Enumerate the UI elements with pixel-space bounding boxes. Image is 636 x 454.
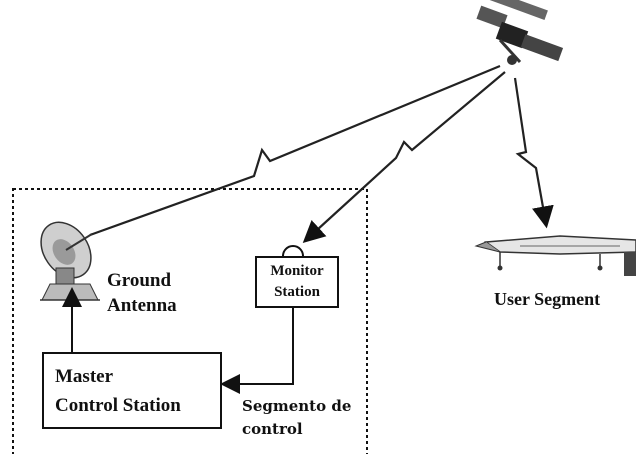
monitor-station-label-line1: Monitor [270, 263, 324, 279]
master-control-station-box: Master Control Station [42, 352, 222, 429]
monitor-signal-arrow [302, 71, 506, 243]
dish-antenna-icon [40, 221, 100, 301]
user-segment-label: User Segment [494, 289, 601, 309]
monitor-to-mcs-arrow [220, 307, 294, 394]
monitor-station-label-line2: Station [274, 284, 320, 300]
aircraft-icon [474, 235, 636, 276]
control-segment-label-line2: control [242, 420, 303, 438]
uplink-signal [89, 64, 501, 237]
ground-antenna-label-line2: Antenna [107, 295, 177, 316]
master-control-label-line1: Master [55, 366, 114, 387]
monitor-station-box: Monitor Station [255, 256, 339, 308]
ground-antenna-label-line1: Ground [107, 270, 172, 291]
control-segment-label-line1: Segmento de [242, 397, 352, 415]
satellite-icon [476, 0, 564, 65]
monitor-dome [282, 245, 304, 257]
user-signal-arrow [513, 77, 554, 229]
master-control-label-line2: Control Station [55, 395, 181, 416]
control-segment-boundary [12, 188, 368, 454]
